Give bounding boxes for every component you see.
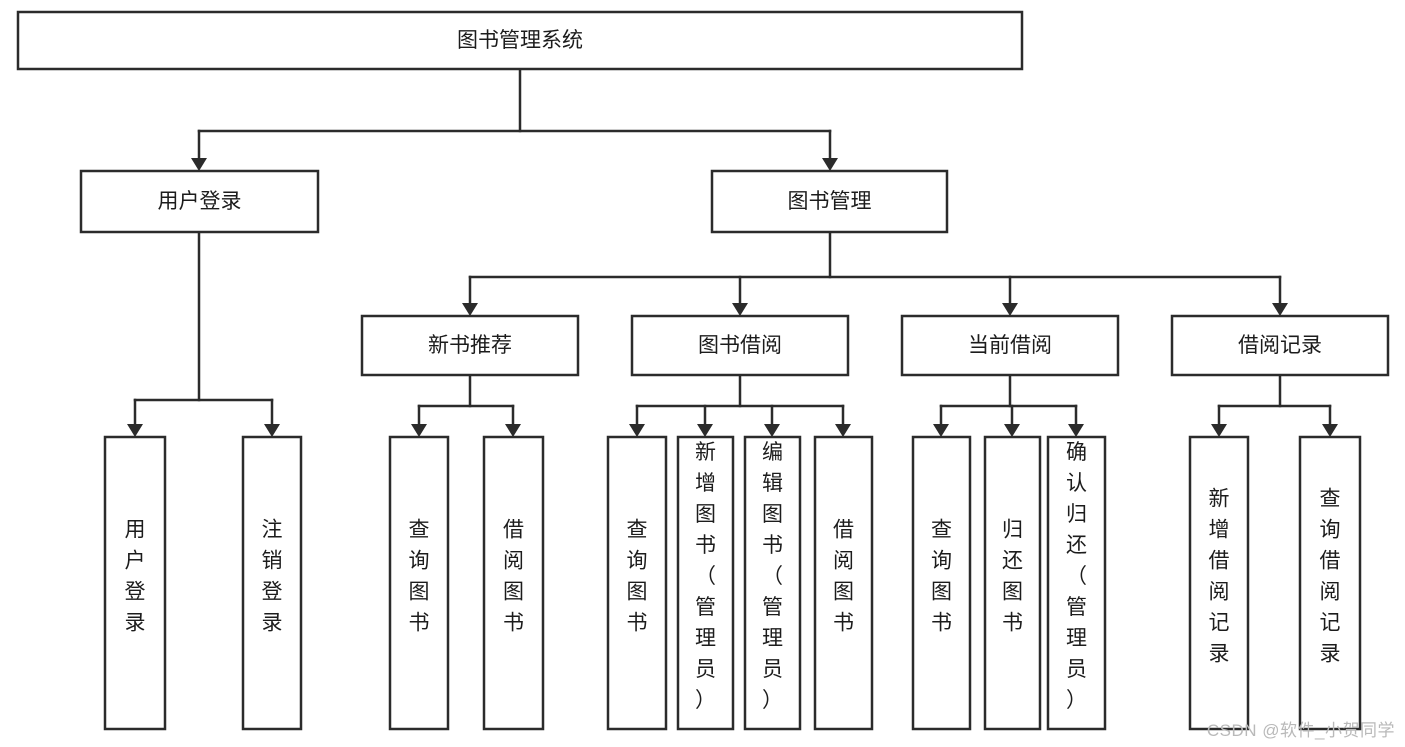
node-box-leaf-add-borrow-record [1188, 435, 1250, 731]
node-box-leaf-query-book-current [911, 435, 972, 731]
arrow-head-icon [1002, 303, 1018, 316]
node-box-book-borrow [630, 314, 850, 377]
node-leaf-query-book-recommend[interactable]: 查询图书 [388, 435, 450, 731]
node-label-leaf-add-book: 新增图书（管理员） [695, 441, 716, 712]
arrow-head-icon [462, 303, 478, 316]
node-box-leaf-return-book [983, 435, 1042, 731]
node-label-leaf-borrow-book-recommend: 借阅图书 [503, 519, 524, 635]
node-box-current-borrow [900, 314, 1120, 377]
node-leaf-borrow-book-recommend[interactable]: 借阅图书 [482, 435, 545, 731]
node-label-leaf-query-book-borrow: 查询图书 [627, 519, 648, 635]
node-label-leaf-query-book-current: 查询图书 [931, 519, 952, 635]
node-box-leaf-borrow-book-recommend [482, 435, 545, 731]
node-label-root: 图书管理系统 [457, 29, 583, 52]
arrow-head-icon [191, 158, 207, 171]
arrow-head-icon [264, 424, 280, 437]
node-label-book-manage: 图书管理 [788, 190, 872, 213]
arrow-head-icon [822, 158, 838, 171]
node-leaf-add-book[interactable]: 新增图书（管理员） [676, 435, 735, 731]
arrow-head-icon [127, 424, 143, 437]
arrow-head-icon [1322, 424, 1338, 437]
node-box-borrow-record [1170, 314, 1390, 377]
node-leaf-user-login[interactable]: 用户登录 [103, 435, 167, 731]
connector-layer [127, 67, 1338, 437]
node-leaf-return-book[interactable]: 归还图书 [983, 435, 1042, 731]
node-label-leaf-logout: 注销登录 [262, 519, 283, 635]
node-label-leaf-query-borrow-record: 查询借阅记录 [1320, 488, 1341, 666]
csdn-watermark: CSDN @软件_小贺同学 [1206, 721, 1395, 740]
node-leaf-add-borrow-record[interactable]: 新增借阅记录 [1188, 435, 1250, 731]
arrow-head-icon [411, 424, 427, 437]
arrow-head-icon [933, 424, 949, 437]
arrow-head-icon [505, 424, 521, 437]
node-current-borrow[interactable]: 当前借阅 [900, 314, 1120, 377]
node-leaf-query-borrow-record[interactable]: 查询借阅记录 [1298, 435, 1362, 731]
node-book-manage[interactable]: 图书管理 [710, 169, 949, 234]
node-leaf-query-book-current[interactable]: 查询图书 [911, 435, 972, 731]
node-leaf-borrow-book[interactable]: 借阅图书 [813, 435, 874, 731]
node-box-leaf-query-borrow-record [1298, 435, 1362, 731]
node-label-book-borrow: 图书借阅 [698, 334, 782, 357]
node-box-leaf-borrow-book [813, 435, 874, 731]
arrow-head-icon [732, 303, 748, 316]
node-box-leaf-edit-book [743, 435, 802, 731]
node-borrow-record[interactable]: 借阅记录 [1170, 314, 1390, 377]
node-label-leaf-borrow-book: 借阅图书 [833, 519, 854, 635]
node-box-leaf-query-book-borrow [606, 435, 668, 731]
node-label-leaf-query-book-recommend: 查询图书 [409, 519, 430, 635]
node-label-new-book-recommend: 新书推荐 [428, 334, 512, 357]
node-box-book-manage [710, 169, 949, 234]
arrow-head-icon [764, 424, 780, 437]
node-book-borrow[interactable]: 图书借阅 [630, 314, 850, 377]
node-box-leaf-add-book [676, 435, 735, 731]
arrow-head-icon [1211, 424, 1227, 437]
node-leaf-confirm-return[interactable]: 确认归还（管理员） [1046, 435, 1107, 731]
arrow-head-icon [1068, 424, 1084, 437]
node-label-leaf-return-book: 归还图书 [1002, 519, 1023, 635]
node-box-user-login [79, 169, 320, 234]
node-layer: 图书管理系统用户登录图书管理新书推荐图书借阅当前借阅借阅记录用户登录注销登录查询… [16, 10, 1390, 731]
arrow-head-icon [1004, 424, 1020, 437]
node-leaf-edit-book[interactable]: 编辑图书（管理员） [743, 435, 802, 731]
node-box-new-book-recommend [360, 314, 580, 377]
node-box-leaf-logout [241, 435, 303, 731]
node-box-leaf-confirm-return [1046, 435, 1107, 731]
arrow-head-icon [835, 424, 851, 437]
node-user-login[interactable]: 用户登录 [79, 169, 320, 234]
node-leaf-logout[interactable]: 注销登录 [241, 435, 303, 731]
node-label-user-login: 用户登录 [158, 190, 242, 213]
node-label-current-borrow: 当前借阅 [968, 334, 1052, 357]
node-label-borrow-record: 借阅记录 [1238, 334, 1322, 357]
node-label-leaf-add-borrow-record: 新增借阅记录 [1209, 488, 1230, 666]
node-label-leaf-confirm-return: 确认归还（管理员） [1066, 441, 1087, 712]
node-leaf-query-book-borrow[interactable]: 查询图书 [606, 435, 668, 731]
arrow-head-icon [1272, 303, 1288, 316]
node-box-leaf-query-book-recommend [388, 435, 450, 731]
node-box-leaf-user-login [103, 435, 167, 731]
node-new-book-recommend[interactable]: 新书推荐 [360, 314, 580, 377]
node-root[interactable]: 图书管理系统 [16, 10, 1024, 71]
node-box-root [16, 10, 1024, 71]
arrow-head-icon [697, 424, 713, 437]
node-label-leaf-user-login: 用户登录 [125, 519, 146, 635]
node-label-leaf-edit-book: 编辑图书（管理员） [762, 441, 783, 712]
arrow-head-icon [629, 424, 645, 437]
